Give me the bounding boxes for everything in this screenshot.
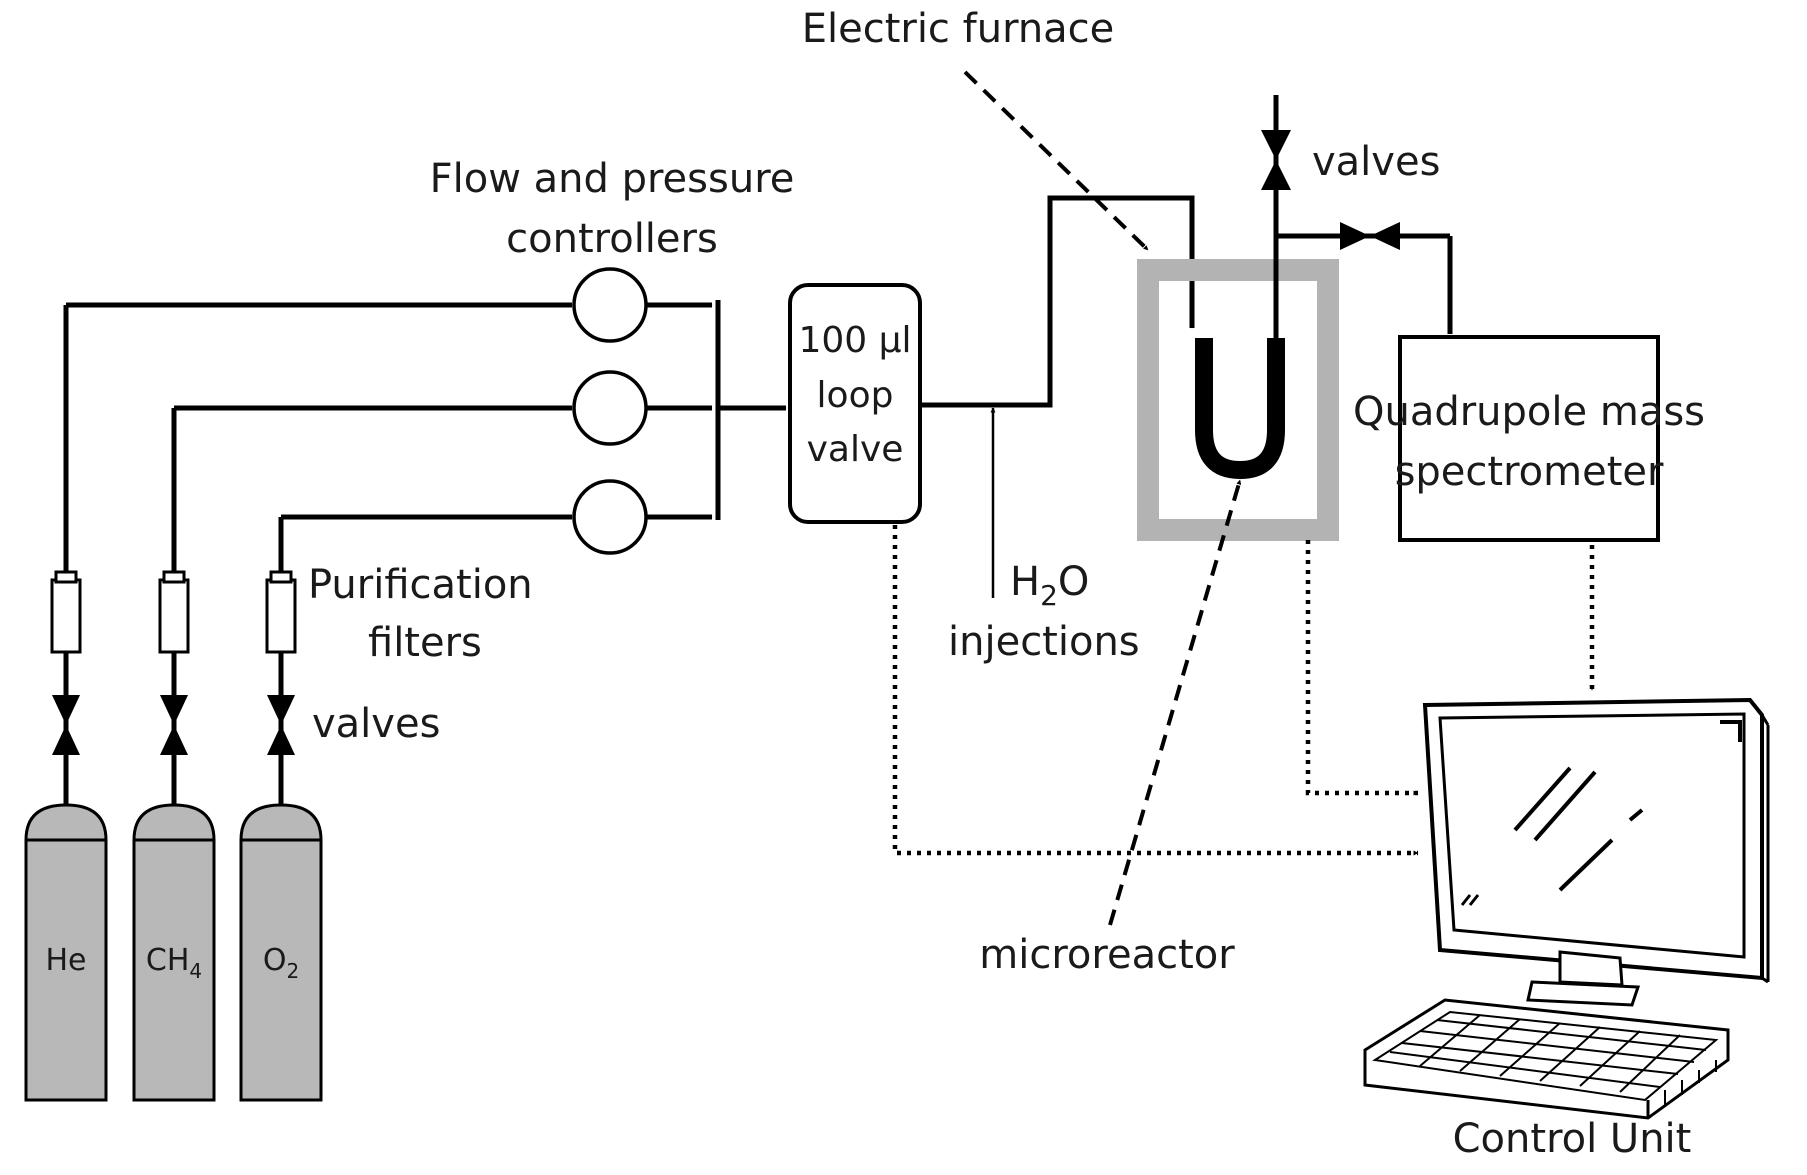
control-unit-computer xyxy=(1363,697,1770,1120)
loop-valve-label-line1: 100 µl xyxy=(798,320,911,361)
cylinder-label-o2: O2 xyxy=(263,943,299,983)
electric-furnace xyxy=(1137,259,1339,541)
flow-controllers-label-line1: Flow and pressure xyxy=(430,156,795,202)
injections-label: injections xyxy=(948,619,1140,665)
screen-reflection-2 xyxy=(1533,770,1597,842)
quadrupole-mass-spectrometer xyxy=(1398,335,1660,542)
h2o-label: H2O xyxy=(1010,559,1089,612)
line-to-microreactor xyxy=(1045,195,1195,408)
gas-cylinder-ch4: CH4 xyxy=(132,803,216,1102)
loop-valve-signal-line xyxy=(892,525,1419,856)
cylinder-label-ch4: CH4 xyxy=(146,943,202,983)
monitor-stand xyxy=(1558,950,1624,987)
screen-glare-corner xyxy=(1720,720,1742,742)
purification-filters xyxy=(50,570,297,654)
monitor-screen xyxy=(1438,712,1746,959)
gas-cylinder-he: He xyxy=(24,803,108,1102)
u-tube-microreactor xyxy=(1195,338,1285,480)
vent-valve xyxy=(1261,130,1291,190)
monitor-base xyxy=(1526,980,1641,1007)
qms-label-line1: Quadrupole mass xyxy=(1353,389,1705,435)
valves-label-top: valves xyxy=(1312,139,1440,185)
screen-reflection-3 xyxy=(1558,838,1614,892)
loop-valve-label-line3: valve xyxy=(807,429,904,470)
electric-furnace-label: Electric furnace xyxy=(802,6,1115,52)
purification-label-line2: filters xyxy=(368,620,482,666)
valves-label-bottom: valves xyxy=(312,701,440,747)
monitor-frame xyxy=(1422,697,1764,981)
cylinder-label-he: He xyxy=(45,943,86,978)
purification-label-line1: Purification xyxy=(308,562,533,608)
screen-reflection-1 xyxy=(1513,766,1572,832)
control-unit-label: Control Unit xyxy=(1453,1116,1692,1162)
furnace-signal-line xyxy=(1305,540,1419,796)
microreactor-pointer xyxy=(1108,479,1242,926)
flow-pressure-controllers xyxy=(572,267,648,555)
ms-valve xyxy=(1340,222,1400,250)
loop-valve-label-line2: loop xyxy=(817,375,894,416)
furnace-pointer xyxy=(963,70,1150,252)
microreactor-label: microreactor xyxy=(979,932,1235,978)
cylinder-valves xyxy=(52,695,295,755)
flow-controllers-label-line2: controllers xyxy=(506,216,718,262)
qms-label-line2: spectrometer xyxy=(1395,449,1664,495)
gas-cylinder-o2: O2 xyxy=(239,803,323,1102)
